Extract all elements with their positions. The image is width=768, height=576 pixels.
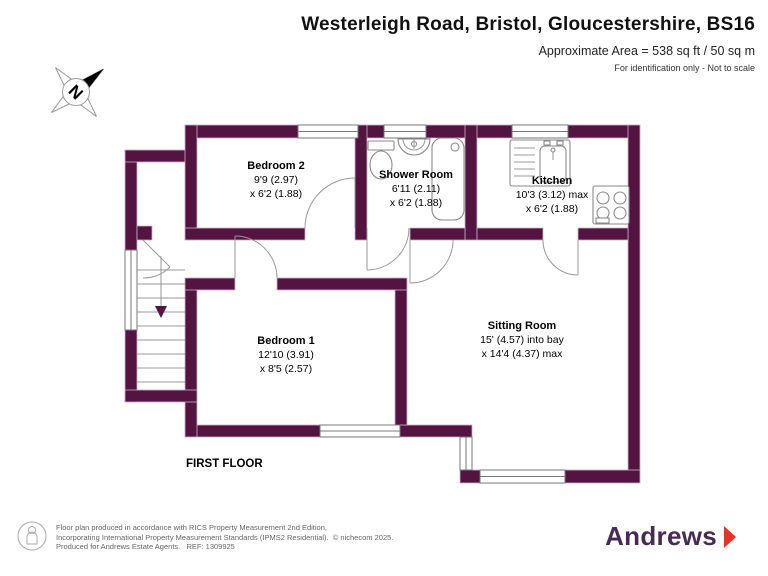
compass-circle	[62, 78, 90, 106]
page-title: Westerleigh Road, Bristol, Gloucestershi…	[301, 14, 755, 35]
door-bedroom-1	[234, 235, 278, 279]
door-shower-room	[366, 227, 410, 271]
doors	[142, 177, 579, 284]
person-icon	[17, 521, 47, 551]
identification-disclaimer: For identification only - Not to scale	[614, 63, 755, 73]
window	[383, 124, 427, 139]
toilet-icon	[367, 140, 395, 180]
floor-label: FIRST FLOOR	[186, 458, 263, 470]
kitchen-sink-icon	[509, 139, 571, 187]
room-label-kitchen: Kitchen 10'3 (3.12) max x 6'2 (1.88)	[515, 175, 589, 215]
door-sitting-room	[409, 239, 454, 284]
windows	[124, 124, 569, 484]
room-label-sitting-room: Sitting Room 15' (4.57) into bay x 14'4 …	[480, 320, 564, 360]
compass-star	[51, 67, 104, 117]
staircase	[137, 256, 185, 383]
bay-window	[479, 469, 566, 484]
window	[511, 124, 569, 139]
andrews-logo: Andrews	[605, 521, 738, 552]
brand-name: Andrews	[605, 521, 717, 551]
window	[319, 424, 401, 438]
door-landing	[142, 239, 171, 279]
brand-chevron-icon	[724, 525, 736, 548]
footer-disclaimer: Floor plan produced in accordance with R…	[56, 523, 394, 551]
header: Westerleigh Road, Bristol, Gloucestershi…	[301, 14, 755, 73]
room-label-shower-room: Shower Room 6'11 (2.11) x 6'2 (1.88)	[379, 169, 453, 209]
door-bedroom-2	[304, 177, 356, 229]
stairs-down-arrow	[155, 306, 167, 318]
shower-icon	[431, 137, 465, 221]
door-kitchen	[542, 239, 579, 276]
window	[297, 124, 359, 139]
room-label-bedroom-1: Bedroom 1 12'10 (3.91) x 8'5 (2.57)	[257, 335, 315, 375]
room-label-bedroom-2: Bedroom 2 9'9 (2.97) x 6'2 (1.88)	[247, 160, 305, 200]
approximate-area: Approximate Area = 538 sq ft / 50 sq m	[538, 44, 755, 58]
hob-icon	[592, 185, 630, 225]
compass-icon: N	[51, 67, 104, 117]
window	[124, 249, 138, 331]
bay-window	[459, 436, 473, 471]
sink-icon	[397, 138, 431, 156]
